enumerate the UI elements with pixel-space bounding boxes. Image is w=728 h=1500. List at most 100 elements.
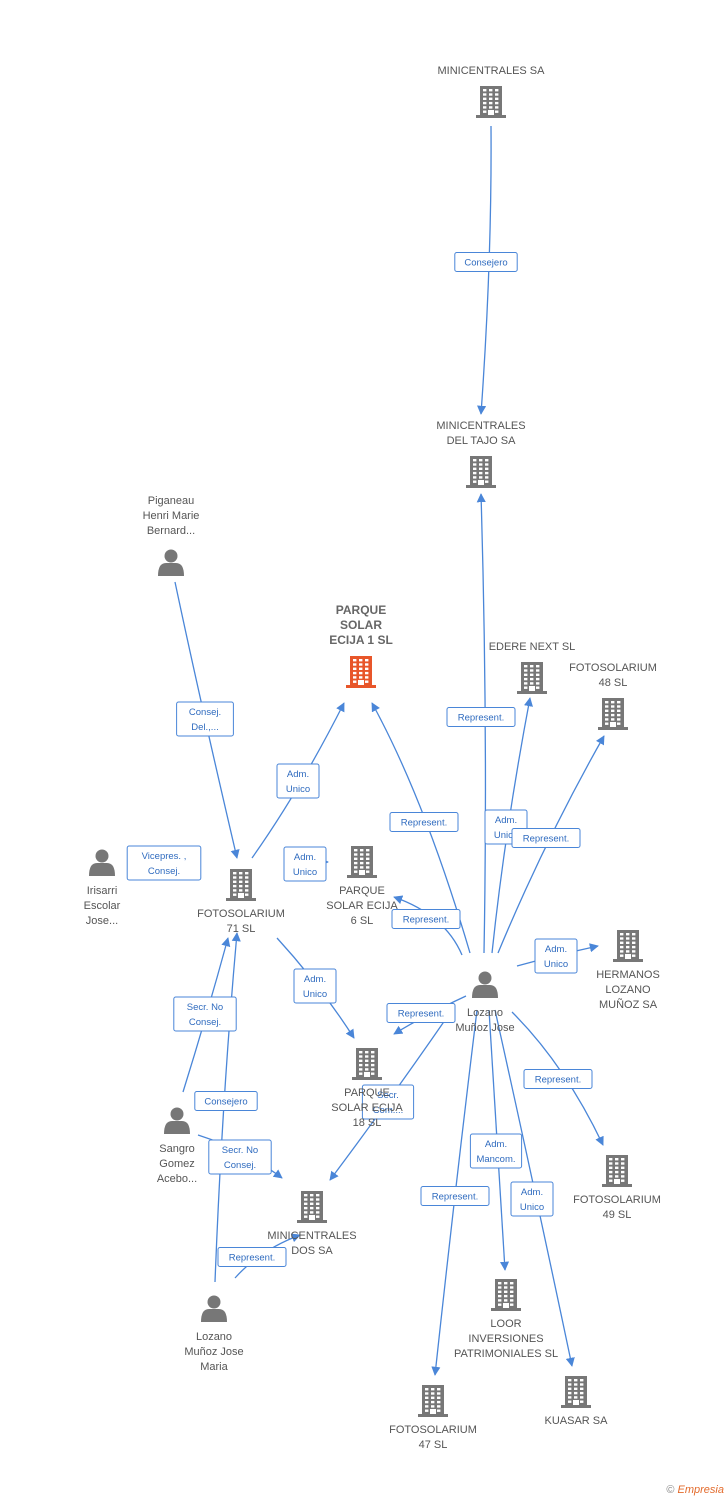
node-label: Jose...	[86, 915, 118, 927]
edge-label-box	[293, 968, 337, 1004]
edge-label-lozano-to-parque1[interactable]: Represent.	[389, 812, 459, 832]
node-parque6[interactable]: PARQUE SOLAR ECIJA 6 SL	[326, 846, 398, 927]
edge-label-text: Adm.	[521, 1187, 543, 1198]
footer-brand[interactable]: © Empresia	[666, 1484, 724, 1496]
edge-label-text: Represent.	[398, 1008, 444, 1019]
node-kuasar[interactable]: KUASAR SA	[545, 1376, 609, 1427]
node-foto48[interactable]: FOTOSOLARIUM 48 SL	[569, 662, 657, 730]
edge-label-lozano-to-kuasar[interactable]: Adm. Unico	[510, 1181, 554, 1217]
building-icon	[491, 1279, 521, 1311]
edge-label-lozano-to-loor[interactable]: Adm.Mancom.	[469, 1133, 523, 1169]
edge-label-text: Adm.	[294, 852, 316, 863]
person-icon	[201, 1295, 227, 1322]
edge-label-foto71-to-parque18[interactable]: Adm.Unico	[293, 968, 337, 1004]
edge-label-minicentrales-to-minicentrales_tajo[interactable]: Consejero	[454, 252, 518, 272]
edge-label-lozano-to-foto47[interactable]: Represent.	[420, 1186, 490, 1206]
edge-label-text: Unico	[293, 867, 317, 878]
edge-label-box	[469, 1133, 523, 1169]
building-icon	[517, 662, 547, 694]
node-label: FOTOSOLARIUM	[573, 1194, 661, 1206]
edge-label-box	[523, 1069, 593, 1089]
edge-label-box	[194, 1091, 258, 1111]
edge-label-text: Consej.	[148, 866, 180, 877]
edge-label-text: Consej.	[189, 707, 221, 718]
building-icon	[602, 1155, 632, 1187]
edge-label-lozano_maria-to-minidos[interactable]: Represent.	[217, 1247, 287, 1267]
node-label: INVERSIONES	[468, 1333, 543, 1345]
node-label: HERMANOS	[596, 969, 660, 981]
edge-label-text: Del.,...	[191, 722, 218, 733]
edge-label-text: Adm.	[495, 815, 517, 826]
edge-label-box	[534, 938, 578, 974]
node-sangro[interactable]: SangroGomezAcebo...	[157, 1107, 197, 1186]
edge-label-text: Unico	[520, 1202, 544, 1213]
node-label: Muñoz Jose	[184, 1346, 243, 1358]
edge-label-foto71-to-parque6[interactable]: Adm. Unico	[283, 846, 327, 882]
node-label: 6 SL	[351, 915, 374, 927]
edge-label-lozano-to-parque6[interactable]: Represent.	[391, 909, 461, 929]
edge-label-lozano-to-hermanos[interactable]: Adm.Unico	[534, 938, 578, 974]
building-icon	[346, 656, 376, 688]
edge-label-box	[208, 1139, 272, 1175]
person-icon	[472, 971, 498, 998]
node-label: DOS SA	[291, 1245, 333, 1257]
edge-label-text: Consejero	[204, 1096, 247, 1107]
edge-label-lozano-to-parque18[interactable]: Represent.	[386, 1003, 456, 1023]
edge-label-text: Represent.	[401, 817, 447, 828]
edge-label-text: Represent.	[523, 833, 569, 844]
node-foto71[interactable]: FOTOSOLARIUM 71 SL	[197, 869, 285, 935]
node-minidos[interactable]: MINICENTRALES DOS SA	[267, 1191, 357, 1257]
node-label: SOLAR ECIJA	[326, 900, 398, 912]
node-label: 49 SL	[603, 1209, 632, 1221]
building-icon	[418, 1385, 448, 1417]
node-minicentrales[interactable]: MINICENTRALES SA	[438, 65, 546, 118]
edge-label-box	[391, 909, 461, 929]
edge-label-box	[420, 1186, 490, 1206]
edge-label-text: Unico	[544, 959, 568, 970]
node-label: 71 SL	[227, 923, 256, 935]
edge-label-lozano_maria-to-foto71[interactable]: Consejero	[194, 1091, 258, 1111]
node-foto49[interactable]: FOTOSOLARIUM 49 SL	[573, 1155, 661, 1221]
edge-label-irisarri-to-foto71[interactable]: Vicepres. ,Consej.	[126, 845, 202, 881]
node-edere[interactable]: EDERE NEXT SL	[489, 641, 576, 694]
edge-label-box	[389, 812, 459, 832]
node-label: PARQUE	[339, 885, 385, 897]
edge-label-lozano-to-minicentrales_tajo[interactable]: Represent.	[446, 707, 516, 727]
edge-label-box	[361, 1084, 415, 1120]
node-irisarri[interactable]: IrisarriEscolarJose...	[84, 849, 121, 928]
edge-label-text: Consej.	[189, 1017, 221, 1028]
node-label: Escolar	[84, 900, 121, 912]
node-label: FOTOSOLARIUM	[569, 662, 657, 674]
edge-label-text: Mancom.	[476, 1154, 515, 1165]
node-label: FOTOSOLARIUM	[197, 908, 285, 920]
node-label: 48 SL	[599, 677, 628, 689]
building-icon	[347, 846, 377, 878]
node-label: 47 SL	[419, 1439, 448, 1451]
edge-label-lozano-to-foto48[interactable]: Represent.	[511, 828, 581, 848]
edge-label-text: Represent.	[535, 1074, 581, 1085]
edge-label-piganeau-to-foto71[interactable]: Consej. Del.,...	[176, 701, 234, 737]
building-icon	[297, 1191, 327, 1223]
edge-label-foto71-to-parque1[interactable]: Adm.Unico	[276, 763, 320, 799]
edge-label-lozano-to-foto49[interactable]: Represent.	[523, 1069, 593, 1089]
person-icon	[164, 1107, 190, 1134]
building-icon	[226, 869, 256, 901]
edge-label-lozano-to-minidos[interactable]: Secr. Com....	[361, 1084, 415, 1120]
edge-label-text: Com....	[373, 1105, 404, 1116]
edge-label-text: Secr.	[377, 1090, 399, 1101]
node-label: MINICENTRALES	[267, 1230, 356, 1242]
node-label: MUÑOZ SA	[599, 998, 658, 1011]
node-label: Lozano	[467, 1007, 503, 1019]
